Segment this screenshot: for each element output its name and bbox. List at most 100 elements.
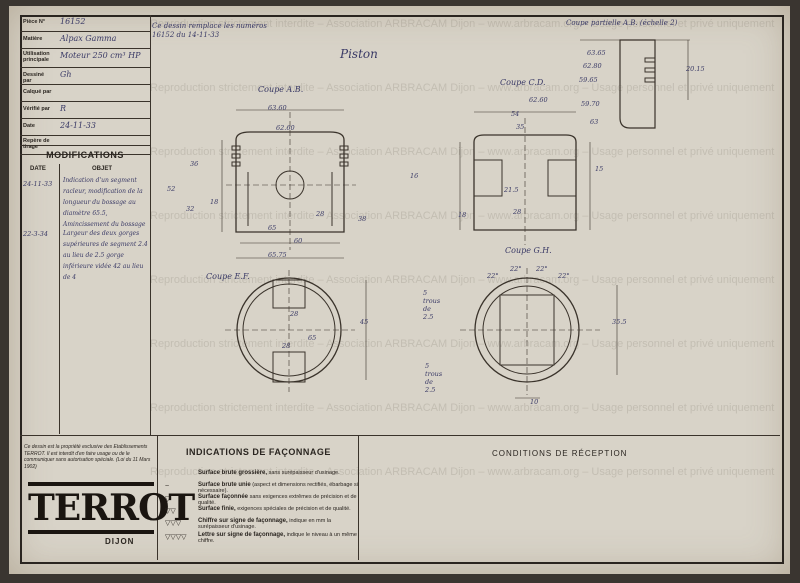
dimension-label: 20.15 xyxy=(686,65,705,73)
dimension-label: 45 xyxy=(360,318,369,326)
finish-symbol-icon: ▽▽ xyxy=(165,508,176,515)
indication-row: ▽ Surface façonnée sans exigences extrêm… xyxy=(165,494,360,507)
dimension-label: 28 xyxy=(282,342,291,350)
indication-text: exigences spéciales de précision et de q… xyxy=(237,506,351,512)
terrot-logo: TERROT xyxy=(28,482,195,534)
dimension-label: 22° xyxy=(487,272,499,280)
title-label: Dessiné par xyxy=(23,72,45,84)
dimension-label: 65 xyxy=(268,224,277,232)
dimension-label: 35.5 xyxy=(612,318,627,326)
indication-text: sans exigences extrêmes de précision et … xyxy=(198,494,357,506)
modifications-divider xyxy=(59,164,60,434)
title-label: Utilisation principale xyxy=(23,51,50,63)
dimension-label: 32 xyxy=(186,205,195,213)
reception-conditions-title: CONDITIONS DE RÉCEPTION xyxy=(492,449,628,458)
dimension-label: 63.60 xyxy=(268,104,287,112)
section-label-ef: Coupe E.F. xyxy=(206,272,250,281)
dimension-label: 21.5 xyxy=(504,186,519,194)
piston-section-ef xyxy=(225,270,367,392)
modifications-date-header: DATE xyxy=(30,166,46,172)
indication-bold: Surface finie, xyxy=(198,506,236,512)
indication-bold: Surface brute unie xyxy=(198,482,251,488)
section-label-detail: Coupe partielle A.B. (échelle 2) xyxy=(566,19,678,27)
indication-row: Surface brute grossière, sans surépaisse… xyxy=(165,470,360,483)
piston-section-gh xyxy=(460,268,618,399)
dimension-label: 28 xyxy=(513,208,522,216)
indication-text: sans surépaisseur d'usinage. xyxy=(268,470,340,476)
finish-symbol-icon xyxy=(165,471,185,481)
dimension-label: 62.60 xyxy=(276,124,295,132)
title-row: Pièce N°16152 xyxy=(20,15,150,32)
bottom-block-divider xyxy=(20,435,780,436)
replacement-note-line: Ce dessin remplace les numéros xyxy=(152,22,267,30)
dimension-label: 18 xyxy=(210,198,219,206)
property-notice: Ce dessin est la propriété exclusive des… xyxy=(24,444,151,470)
title-row: Dessiné par Gh xyxy=(20,68,150,85)
dimension-label: 28 xyxy=(290,310,299,318)
indication-row: ▽▽▽▽ Lettre sur signe de façonnage, indi… xyxy=(165,532,360,545)
title-label: Vérifié par xyxy=(23,106,50,112)
title-value: Moteur 250 cm³ HP xyxy=(60,51,141,60)
drawing-title: Piston xyxy=(340,47,378,61)
dimension-label: 59.65 xyxy=(579,76,598,84)
dimension-label: 15 xyxy=(595,165,604,173)
indication-text: (aspect et dimensions rectifiés, ébarbag… xyxy=(198,482,358,494)
bottom-block-divider xyxy=(358,435,359,560)
title-value: 16152 xyxy=(60,17,86,26)
replacement-note-line: 16152 du 14-11-33 xyxy=(152,31,220,39)
modification-text: Largeur des deux gorges supérieures de s… xyxy=(63,230,148,281)
dimension-label: 63.65 xyxy=(587,49,606,57)
title-row: Repère de tirage xyxy=(20,136,150,155)
indications-title: INDICATIONS DE FAÇONNAGE xyxy=(186,447,331,457)
dimension-label: 65.75 xyxy=(268,251,287,259)
finish-symbol-icon: ▽▽▽▽ xyxy=(165,534,187,541)
dimension-label: 22° xyxy=(536,265,548,273)
dimension-label: 16 xyxy=(410,172,419,180)
bottom-block-divider xyxy=(157,435,158,560)
hole-note: 5 trous de 2.5 xyxy=(423,289,441,321)
dimension-label: 60 xyxy=(294,237,303,245)
modification-date: 24-11-33 xyxy=(23,180,53,188)
dimension-label: 59.70 xyxy=(581,100,600,108)
modification-date: 22-3-34 xyxy=(23,230,49,238)
replacement-note: Ce dessin remplace les numéros 16152 du … xyxy=(152,22,267,40)
title-block-border xyxy=(150,15,151,435)
title-value: Alpax Gamma xyxy=(60,34,117,43)
dimension-label: 38 xyxy=(358,215,367,223)
indication-text: indique en mm la surépaisseur d'usinage. xyxy=(198,518,332,530)
indication-row: ▽▽ Surface finie, exigences spéciales de… xyxy=(165,506,360,519)
title-row: Date 24-11-33 xyxy=(20,119,150,136)
finish-symbol-icon: ▽▽▽ xyxy=(165,520,182,527)
section-label-gh: Coupe G.H. xyxy=(505,246,552,255)
dimension-label: 65 xyxy=(308,334,317,342)
modification-text: Indication d'un segment racleur, modific… xyxy=(63,177,146,228)
indication-row: ▽▽▽ Chiffre sur signe de façonnage, indi… xyxy=(165,518,360,531)
dimension-label: 63 xyxy=(590,118,599,126)
title-value: Gh xyxy=(60,70,72,79)
title-value: 24-11-33 xyxy=(60,121,96,130)
title-label: Date xyxy=(23,123,35,129)
title-label: Repère de tirage xyxy=(23,138,50,150)
dimension-label: 52 xyxy=(167,185,176,193)
indication-bold: Surface brute grossière, xyxy=(198,470,268,476)
indication-bold: Lettre sur signe de façonnage, xyxy=(198,532,286,538)
modifications-title: MODIFICATIONS xyxy=(46,150,124,160)
section-label-cd: Coupe C.D. xyxy=(500,78,546,87)
piston-section-ab xyxy=(221,109,356,259)
dimension-label: 22° xyxy=(558,272,570,280)
dimension-label: 28 xyxy=(316,210,325,218)
dimension-label: 18 xyxy=(458,211,467,219)
section-label-ab: Coupe A.B. xyxy=(258,85,304,94)
brand-city: DIJON xyxy=(105,537,135,546)
indication-row: ~ Surface brute unie (aspect et dimensio… xyxy=(165,482,360,495)
indication-bold: Chiffre sur signe de façonnage, xyxy=(198,518,288,524)
dimension-label: 54 xyxy=(511,110,520,118)
title-label: Calqué par xyxy=(23,89,52,95)
indication-text: indique le niveau à un même chiffre. xyxy=(198,532,357,544)
title-row: Utilisation principale Moteur 250 cm³ HP xyxy=(20,49,150,68)
modifications-object-header: OBJET xyxy=(92,166,113,172)
